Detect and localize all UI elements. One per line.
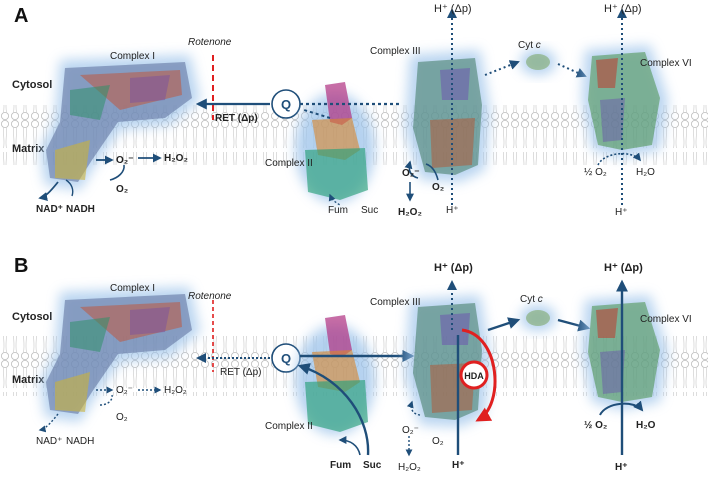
half-o2-label: ½ O₂	[584, 167, 607, 178]
proton-dp-iv: H⁺ (Δp)	[604, 3, 642, 15]
oxygen-reduction-arrow	[597, 152, 642, 166]
fum-label: Fum	[330, 460, 351, 471]
fum-arrow	[338, 436, 361, 456]
complex-i-label: Complex I	[110, 51, 155, 62]
iii-to-cyt-c	[487, 317, 521, 332]
nad-arrow	[38, 181, 59, 201]
cyt-c-to-complex-iv	[557, 63, 587, 78]
superoxide-iii-arrow	[406, 400, 421, 416]
complex-iv-label: Complex VI	[640, 58, 692, 69]
complex-iii-structure	[405, 50, 490, 182]
q-label: Q	[281, 351, 291, 366]
nadh-label: NADH	[66, 204, 95, 215]
nad-label: NAD⁺	[36, 436, 62, 447]
o2-label: O₂	[116, 412, 128, 423]
ret-label: RET (Δp)	[215, 113, 258, 124]
proton-dp-iv: H⁺ (Δp)	[604, 262, 643, 274]
h2o2-label: H₂O₂	[164, 385, 187, 396]
fum-arrow	[328, 193, 341, 206]
proton-iii: H⁺	[452, 460, 465, 471]
cyt-c-italic: c	[536, 40, 541, 51]
nadh-arrow	[65, 179, 74, 197]
cytosol-label: Cytosol	[12, 311, 52, 323]
panel-a: A Cytosol Matrix Complex I Rotenone RET …	[0, 3, 708, 218]
cyt-c-italic: c	[538, 294, 543, 305]
cyt-c-text: Cyt	[520, 294, 535, 305]
ret-label: RET (Δp)	[220, 367, 262, 378]
proton-iii: H⁺	[446, 205, 459, 216]
cyt-c-to-complex-iv	[557, 318, 591, 332]
proton-dp-iii: H⁺ (Δp)	[434, 262, 473, 274]
matrix-label: Matrix	[12, 143, 45, 155]
nad-label: NAD⁺	[36, 204, 63, 215]
panel-letter: A	[14, 5, 28, 27]
cyt-c-text: Cyt	[518, 40, 533, 51]
h2o2-label: H₂O₂	[164, 153, 188, 164]
complex-i-label: Complex I	[110, 283, 155, 294]
matrix-label: Matrix	[12, 374, 45, 386]
h2o-label: H₂O	[636, 420, 656, 431]
h2o-label: H₂O	[636, 167, 655, 178]
suc-label: Suc	[363, 460, 382, 471]
complex-i-structure	[40, 287, 200, 422]
complex-ii-to-q	[303, 109, 331, 119]
cytosol-label: Cytosol	[12, 79, 52, 91]
complex-ii-structure	[295, 315, 375, 435]
superoxide-iii-arrow	[404, 160, 419, 179]
o2-iii: O₂	[432, 182, 444, 193]
succinate-to-q-arrow	[297, 363, 370, 456]
suc-label: Suc	[361, 205, 378, 216]
hda-label: HDA	[464, 371, 484, 381]
iii-to-cyt-c	[484, 60, 520, 76]
o2-iii-arrow	[425, 163, 439, 181]
q-label: Q	[281, 97, 291, 112]
half-o2-label: ½ O₂	[584, 420, 607, 431]
superoxide-iii: O₂⁻	[402, 425, 419, 436]
proton-dp-iii: H⁺ (Δp)	[434, 3, 472, 15]
fum-label: Fum	[328, 205, 348, 216]
complex-iv-label: Complex VI	[640, 314, 692, 325]
h2o2-iii: H₂O₂	[398, 207, 422, 218]
o2-uptake-arrow	[109, 164, 125, 181]
superoxide-iii: O₂⁻	[402, 168, 420, 179]
panel-b: B Cytosol Matrix Complex I Rotenone RET …	[0, 255, 708, 473]
complex-iv-structure	[582, 45, 668, 158]
o2-iii: O₂	[432, 436, 444, 447]
complex-i-structure	[40, 55, 200, 190]
cyt-c-label: Cyt c	[518, 40, 541, 51]
hda-cycle-arrow	[461, 328, 497, 422]
superoxide-label: O₂⁻	[116, 155, 134, 166]
complex-ii-label: Complex II	[265, 158, 313, 169]
rotenone-label: Rotenone	[188, 291, 232, 302]
complex-iii-label: Complex III	[370, 297, 421, 308]
rotenone-label: Rotenone	[188, 37, 232, 48]
proton-iv: H⁺	[615, 462, 628, 473]
proton-iv: H⁺	[615, 207, 628, 218]
nadh-label: NADH	[66, 436, 94, 447]
cyt-c-label: Cyt c	[520, 294, 543, 305]
o2-uptake-arrow	[99, 394, 113, 406]
o2-label: O₂	[116, 184, 128, 195]
h2o2-iii: H₂O₂	[398, 462, 421, 473]
panel-letter: B	[14, 255, 28, 277]
superoxide-label: O₂⁻	[116, 385, 133, 396]
complex-iii-label: Complex III	[370, 46, 421, 57]
oxygen-reduction-arrow	[599, 400, 644, 416]
complex-iv-structure	[582, 295, 668, 410]
hda-badge	[459, 360, 489, 390]
complex-ii-structure	[295, 82, 375, 203]
complex-ii-label: Complex II	[265, 421, 313, 432]
